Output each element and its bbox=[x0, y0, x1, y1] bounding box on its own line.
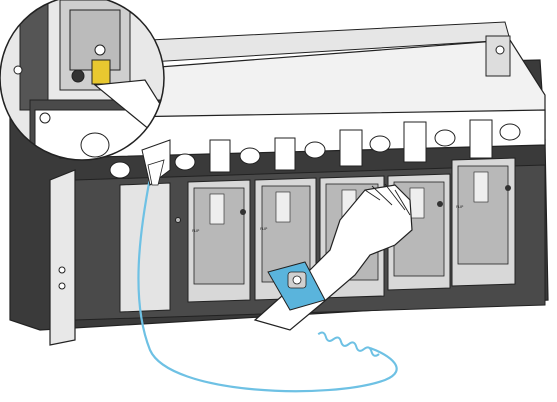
screw-icon bbox=[59, 267, 65, 273]
coiled-cord bbox=[317, 331, 380, 356]
ejector-lever bbox=[275, 138, 295, 170]
connector bbox=[81, 133, 109, 157]
screw-icon bbox=[95, 45, 105, 55]
screw-icon bbox=[14, 66, 22, 74]
screw-icon bbox=[59, 283, 65, 289]
screw-icon bbox=[176, 218, 181, 223]
ejector-lever bbox=[210, 140, 230, 172]
ejector-lever bbox=[470, 120, 492, 158]
screw-icon bbox=[40, 113, 50, 123]
module-label: FLIP bbox=[456, 205, 464, 209]
screw-icon bbox=[240, 209, 246, 215]
module-label: FLIP bbox=[260, 227, 268, 231]
screw-icon bbox=[505, 185, 511, 191]
ejector-lever bbox=[340, 130, 362, 166]
screw-icon bbox=[496, 46, 504, 54]
ejector-lever bbox=[404, 122, 426, 162]
chassis-left-side bbox=[50, 170, 75, 345]
screw-icon bbox=[437, 201, 443, 207]
module-label: FLIP bbox=[192, 229, 200, 233]
ground-terminal-icon bbox=[72, 70, 84, 82]
rear-bracket bbox=[486, 36, 510, 76]
